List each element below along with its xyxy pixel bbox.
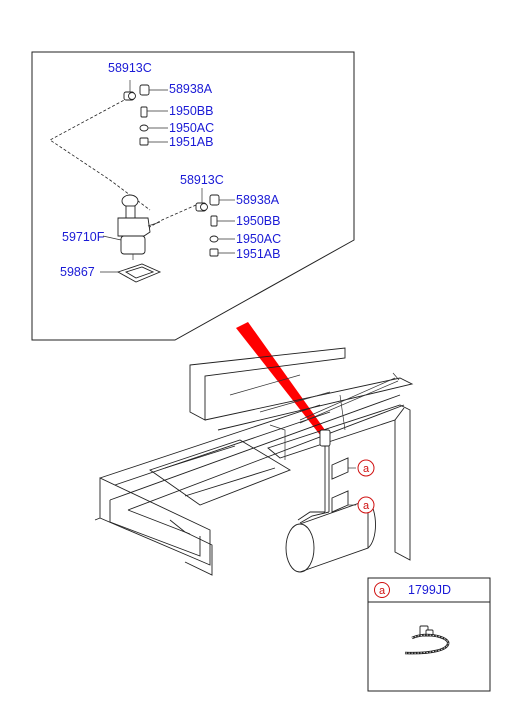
svg-text:a: a — [363, 500, 370, 512]
lower-bolt-long-part — [210, 215, 235, 227]
upper-bracket-part — [123, 80, 136, 101]
label-upper-nut: 1950AC — [169, 121, 214, 135]
label-lower-bolt-long: 1950BB — [236, 214, 280, 228]
label-lower-nut: 1950AC — [236, 232, 281, 246]
frame-marker-a-1: a — [357, 459, 375, 477]
installed-valve-part — [297, 429, 331, 524]
gasket-part — [100, 263, 162, 283]
detail-panel: 58913C 58938A 1950BB 1950AC 1951AB 58913… — [31, 51, 355, 341]
legend-part-number: 1799JD — [408, 583, 451, 597]
svg-text:a: a — [363, 463, 370, 475]
label-upper-bracket: 58913C — [108, 61, 152, 75]
marker-bracket-upper — [331, 457, 356, 480]
chassis-frame — [94, 347, 414, 576]
label-lower-bolt-short: 1951AB — [236, 247, 280, 261]
upper-nut-part — [139, 124, 168, 132]
lower-nut-part — [209, 235, 235, 243]
label-lower-connector: 58938A — [236, 193, 280, 207]
label-upper-bolt-long: 1950BB — [169, 104, 213, 118]
frame-marker-a-2: a — [357, 496, 375, 514]
lower-bracket-part — [195, 188, 208, 212]
hose-icon — [404, 633, 450, 655]
label-lower-bracket: 58913C — [180, 173, 224, 187]
label-upper-bolt-short: 1951AB — [169, 135, 213, 149]
legend-marker: a — [379, 585, 386, 597]
valve-assembly-part — [102, 194, 161, 260]
upper-bolt-short-part — [139, 137, 168, 146]
leader-dashed-lower — [147, 204, 197, 229]
lower-connector-part — [209, 194, 235, 206]
legend-box: a 1799JD — [367, 577, 491, 692]
label-upper-connector: 58938A — [169, 82, 213, 96]
label-gasket: 59867 — [60, 265, 95, 279]
lower-bolt-short-part — [209, 248, 235, 257]
tank-part — [285, 499, 376, 573]
upper-connector-part — [139, 84, 168, 96]
upper-bolt-long-part — [140, 106, 168, 118]
detail-panel-frame — [31, 51, 355, 341]
marker-bracket-lower — [331, 490, 356, 513]
pointer-arrow — [236, 322, 330, 440]
label-valve: 59710F — [62, 230, 105, 244]
